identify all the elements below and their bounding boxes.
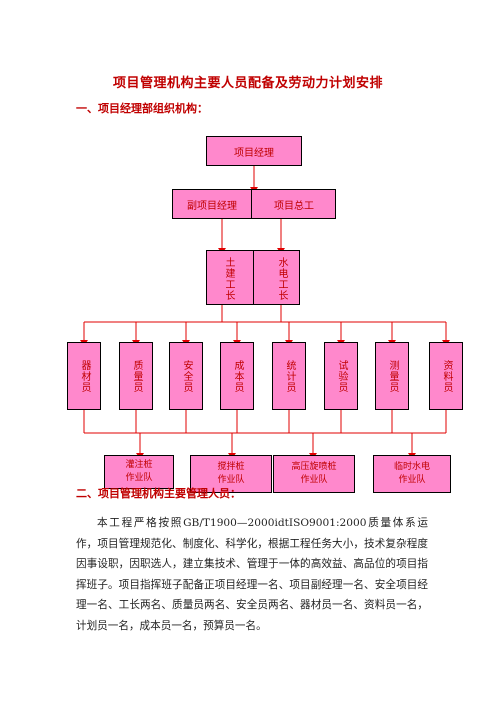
me-foreman-label: 水电工长: [276, 257, 287, 301]
team-box-jet-grouting: 高压旋喷桩 作业队: [273, 455, 355, 493]
team-label-line1: 搅拌桩: [217, 461, 245, 472]
section-heading-org: 一、项目经理部组织机构：: [76, 102, 208, 115]
team-label-line1: 临时水电: [393, 461, 430, 472]
staff-box-safety: 安全员: [169, 342, 203, 410]
staff-label: 器材员: [79, 359, 90, 393]
team-label-line1: 灌注桩: [125, 459, 153, 470]
team-box-temp-utilities: 临时水电 作业队: [373, 455, 451, 493]
staff-box-quality: 质量员: [119, 342, 153, 410]
staff-label: 质量员: [131, 359, 142, 393]
box-divider: [253, 251, 254, 304]
section-heading-staff: 二、项目管理机构主要管理人员：: [76, 487, 241, 500]
team-label-line2: 作业队: [125, 473, 153, 483]
deputy-manager-label: 副项目经理: [187, 200, 237, 212]
staff-box-testing: 试验员: [324, 342, 358, 410]
staff-box-survey: 测量员: [375, 342, 409, 410]
foremen-box: 土建工长 水电工长: [206, 250, 300, 305]
box-divider: [251, 190, 252, 218]
chief-engineer-label: 项目总工: [274, 200, 314, 212]
staff-box-equipment: 器材员: [67, 342, 101, 410]
body-paragraph: 本工程严格按照GB/T1900—2000idtISO9001:2000质量体系运…: [76, 517, 428, 632]
team-box-mixing-pile: 搅拌桩 作业队: [190, 455, 272, 493]
team-label-line2: 作业队: [398, 475, 426, 485]
staff-label: 试验员: [336, 359, 347, 393]
project-manager-box: 项目经理: [206, 136, 302, 166]
staff-label: 成本员: [232, 359, 243, 393]
team-label-line1: 高压旋喷桩: [291, 461, 337, 472]
team-label-line2: 作业队: [217, 475, 245, 485]
team-label-line2: 作业队: [300, 475, 328, 485]
civil-foreman-label: 土建工长: [223, 257, 234, 301]
staff-label: 测量员: [387, 359, 398, 393]
staff-box-statistics: 统计员: [272, 342, 306, 410]
team-box-bored-pile: 灌注桩 作业队: [104, 455, 174, 489]
staff-label: 安全员: [181, 359, 192, 393]
staff-label: 统计员: [284, 359, 295, 393]
staff-label: 资料员: [441, 359, 452, 393]
staff-box-cost: 成本员: [220, 342, 254, 410]
deputy-and-chief-box: 副项目经理 项目总工: [172, 189, 336, 219]
staff-box-documents: 资料员: [429, 342, 463, 410]
document-title: 项目管理机构主要人员配备及劳动力计划安排: [112, 76, 383, 91]
